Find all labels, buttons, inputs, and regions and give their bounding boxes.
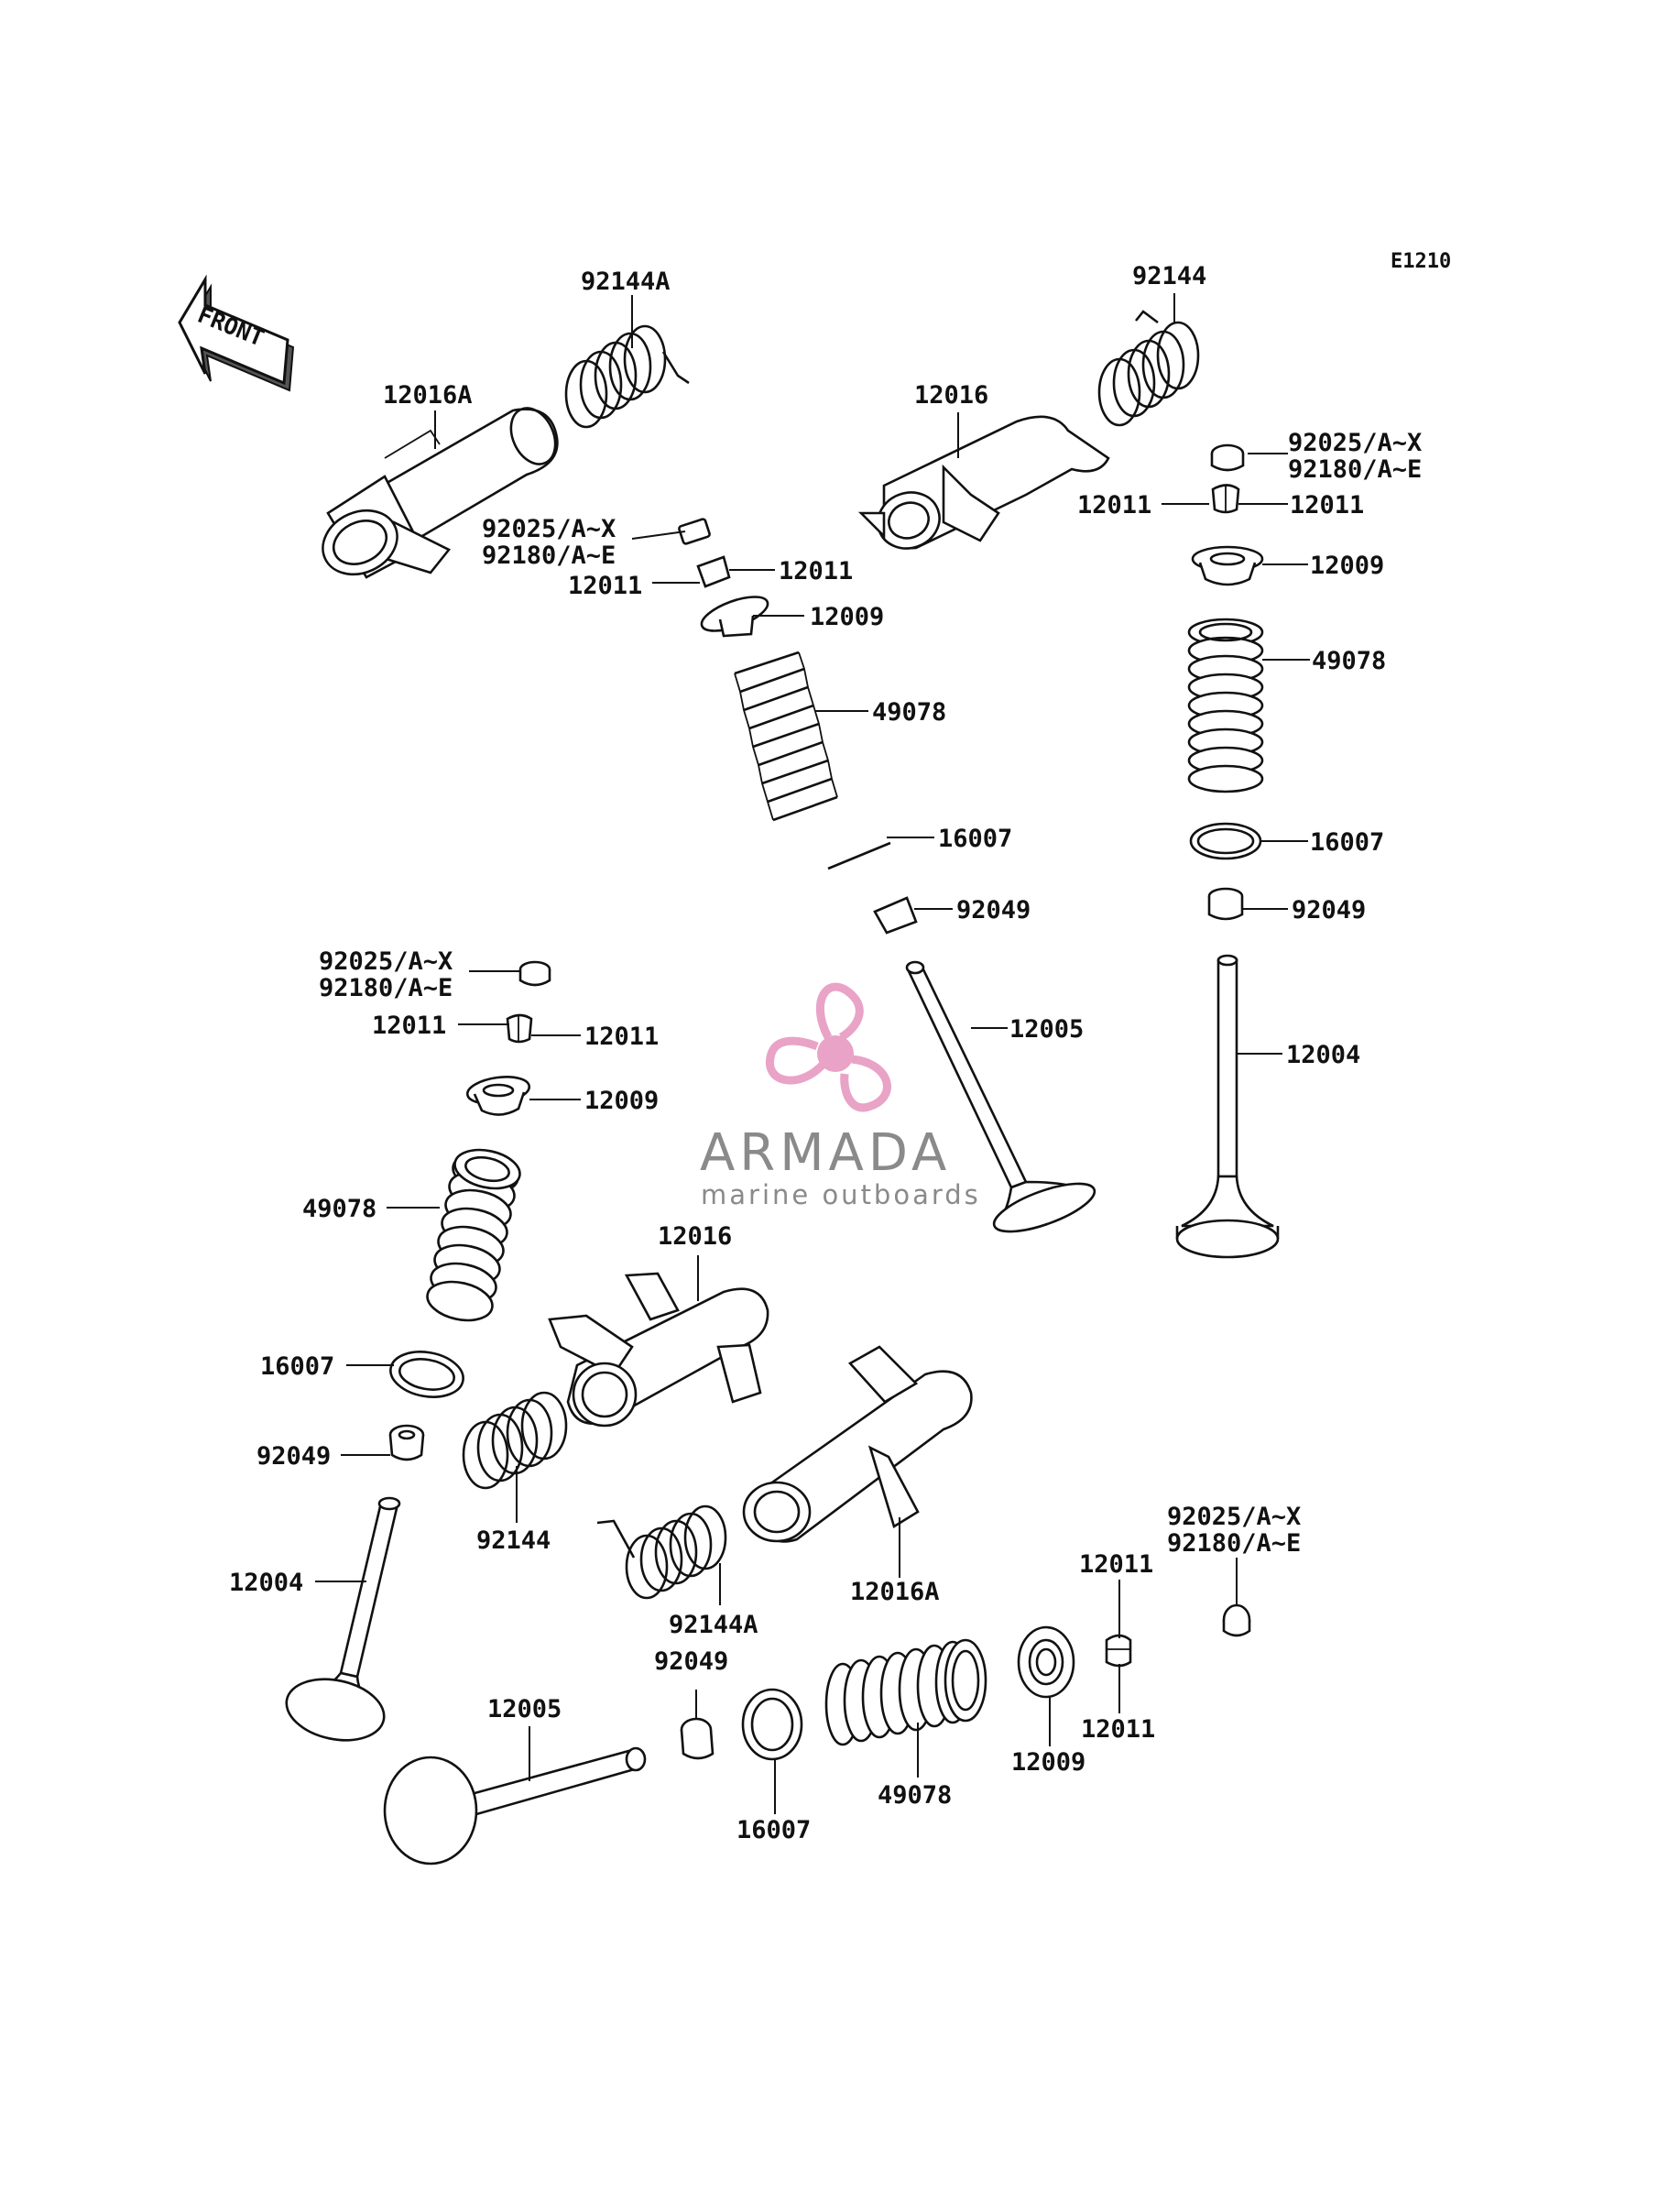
valve-spring-49078-tl [734, 651, 838, 822]
keeper-12011-br [1105, 1634, 1132, 1668]
part-label: 92180/A~E [319, 974, 453, 1002]
part-label: 12004 [1286, 1041, 1360, 1069]
part-label: 12016 [658, 1222, 732, 1251]
propeller-icon [765, 982, 891, 1112]
part-label: 92025/A~X [1167, 1503, 1301, 1531]
rocker-arm-12016A-mid [742, 1345, 973, 1543]
seat-16007-tl [827, 841, 891, 870]
part-label: 16007 [260, 1352, 334, 1381]
rocker-arm-12016A-top [322, 407, 559, 579]
part-label: 12011 [1077, 491, 1151, 520]
retainer-12009-tl [700, 596, 769, 638]
valve-12005-mid [905, 960, 1096, 1233]
part-label: 12009 [810, 603, 884, 631]
part-label: 12009 [584, 1087, 659, 1115]
seat-16007-bot [741, 1688, 803, 1761]
part-label: 49078 [1312, 647, 1386, 675]
part-labels: 92144A 12016A 92025/A~X 92180/A~E 12011 … [229, 262, 1422, 1844]
seal-92049-tl [873, 896, 918, 935]
watermark-tagline: marine outboards [701, 1179, 981, 1210]
seat-16007-tr [1189, 822, 1262, 860]
part-label: 92049 [256, 1442, 331, 1471]
part-label: 92144A [669, 1611, 758, 1639]
part-label: 12005 [487, 1695, 562, 1723]
part-label: 92049 [956, 896, 1031, 924]
keeper-12011-tr [1211, 484, 1240, 514]
part-label: 92144 [476, 1526, 551, 1555]
part-label: 92144A [581, 268, 671, 296]
leader-lines [315, 293, 1310, 1814]
part-label: 92025/A~X [1288, 429, 1422, 457]
valve-spring-49078-ml [426, 1148, 521, 1322]
part-label: 12011 [1079, 1550, 1153, 1579]
part-label: 12011 [372, 1012, 446, 1040]
part-label: 12004 [229, 1569, 303, 1597]
seal-92049-bot [680, 1717, 715, 1760]
rocker-arm-12016-mid [548, 1272, 769, 1428]
part-label: 12016A [850, 1578, 940, 1606]
armada-logo: ARMADA marine outboards [700, 982, 981, 1210]
part-label: 12011 [1081, 1715, 1155, 1744]
part-label: 92025/A~X [482, 515, 616, 543]
valve-spring-49078-tr [1187, 618, 1264, 793]
shim-cap-tr [1210, 443, 1245, 472]
diagram-code: E1210 [1391, 250, 1451, 273]
part-label: 92144 [1132, 262, 1206, 290]
retainer-12009-ml [465, 1076, 531, 1116]
part-label: 92025/A~X [319, 947, 453, 976]
spring-92144A-top [564, 324, 690, 429]
part-label: 12016 [914, 381, 988, 410]
shim-cap-br [1222, 1603, 1251, 1637]
part-label: 92180/A~E [482, 542, 616, 570]
seal-92049-ml [388, 1424, 425, 1461]
part-label: 16007 [1310, 828, 1384, 857]
valve-12005-bot [383, 1746, 647, 1865]
seat-16007-ml [389, 1351, 464, 1398]
spring-92144-top [1097, 310, 1200, 427]
rocker-arm-12016-top [857, 415, 1110, 550]
shim-cap-tl [678, 518, 711, 545]
part-label: 92049 [1292, 896, 1366, 924]
part-label: 16007 [736, 1816, 811, 1844]
part-label: 49078 [302, 1195, 376, 1223]
retainer-12009-bot [1017, 1625, 1075, 1699]
shim-cap-ml [518, 960, 551, 987]
spring-92144A-bot [596, 1504, 727, 1600]
part-label: 92180/A~E [1288, 455, 1422, 484]
part-label: 16007 [938, 825, 1012, 853]
part-label: 49078 [872, 698, 946, 727]
part-label: 12011 [1290, 491, 1364, 520]
seal-92049-tr [1207, 887, 1244, 921]
part-label: 12009 [1310, 552, 1384, 580]
part-label: 12011 [779, 557, 853, 585]
valve-spring-49078-bot [824, 1638, 987, 1746]
spring-92144-mid [462, 1391, 568, 1490]
part-label: 12009 [1011, 1748, 1085, 1777]
valve-12004-tr [1175, 954, 1280, 1259]
keeper-12011-ml [506, 1013, 533, 1044]
watermark-name: ARMADA [700, 1123, 951, 1183]
part-label: 12011 [568, 572, 642, 600]
part-label: 12005 [1009, 1015, 1084, 1044]
keeper-12011-tl [696, 555, 731, 588]
retainer-12009-tr [1191, 545, 1264, 586]
valve-12004-bl [285, 1496, 401, 1742]
part-label: 12016A [383, 381, 473, 410]
part-label: 12011 [584, 1023, 659, 1051]
front-arrow-icon: FRONT [178, 274, 295, 392]
part-label: 92180/A~E [1167, 1529, 1301, 1558]
part-label: 92049 [654, 1647, 728, 1676]
part-label: 49078 [878, 1781, 952, 1810]
